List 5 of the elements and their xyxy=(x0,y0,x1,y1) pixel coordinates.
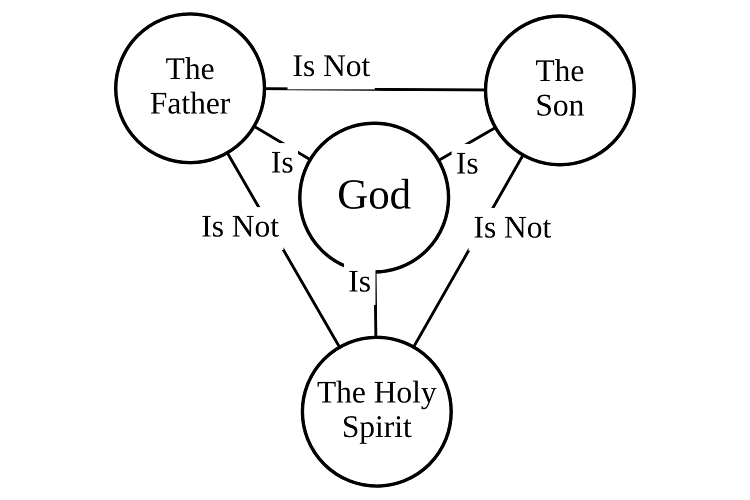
edge-label: Is xyxy=(270,144,294,180)
edge-label: Is Not xyxy=(292,48,370,83)
edge-label: Is xyxy=(456,145,479,180)
edge-label: Is Not xyxy=(201,208,279,244)
edge-label: Is Not xyxy=(473,209,552,244)
